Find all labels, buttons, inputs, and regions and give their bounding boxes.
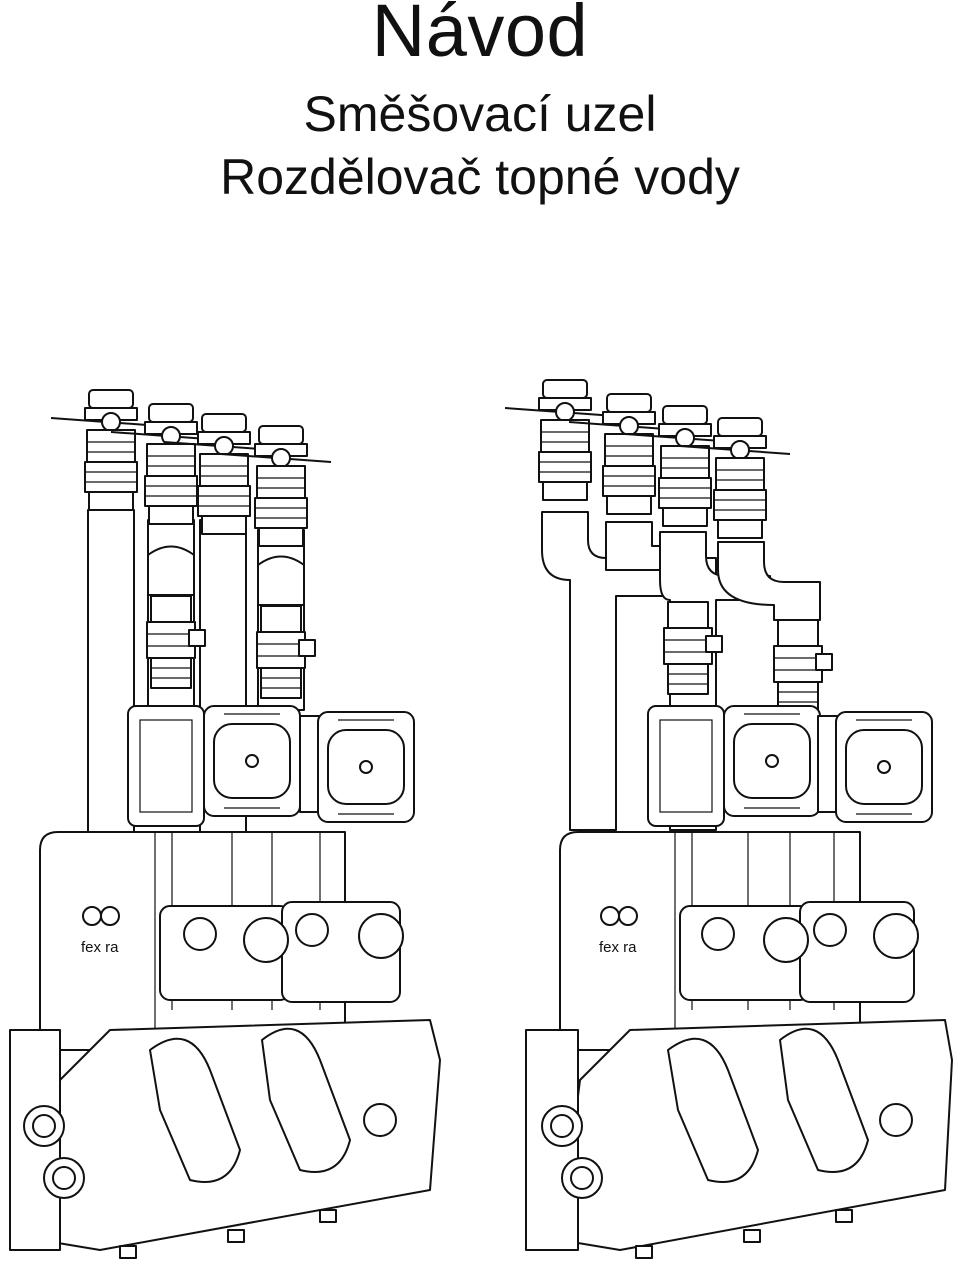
title-block: Návod Směšovací uzel Rozdělovač topné vo… [0,0,960,203]
brand-text-left: fex ra [81,939,119,956]
document-subtitle-1: Směšovací uzel [303,86,657,142]
brand-text-right: fex ra [599,939,637,956]
brand-logo-right: fex ra [599,906,638,956]
mixing-unit-left: fex ra [9,389,441,1259]
document-subtitle-2: Rozdělovač topné vody [220,148,740,205]
technical-illustration: fex ra [9,379,953,1259]
brand-logo-left: fex ra [81,906,120,956]
document-title: Návod [371,0,589,72]
mixing-unit-right: fex ra [504,379,953,1259]
